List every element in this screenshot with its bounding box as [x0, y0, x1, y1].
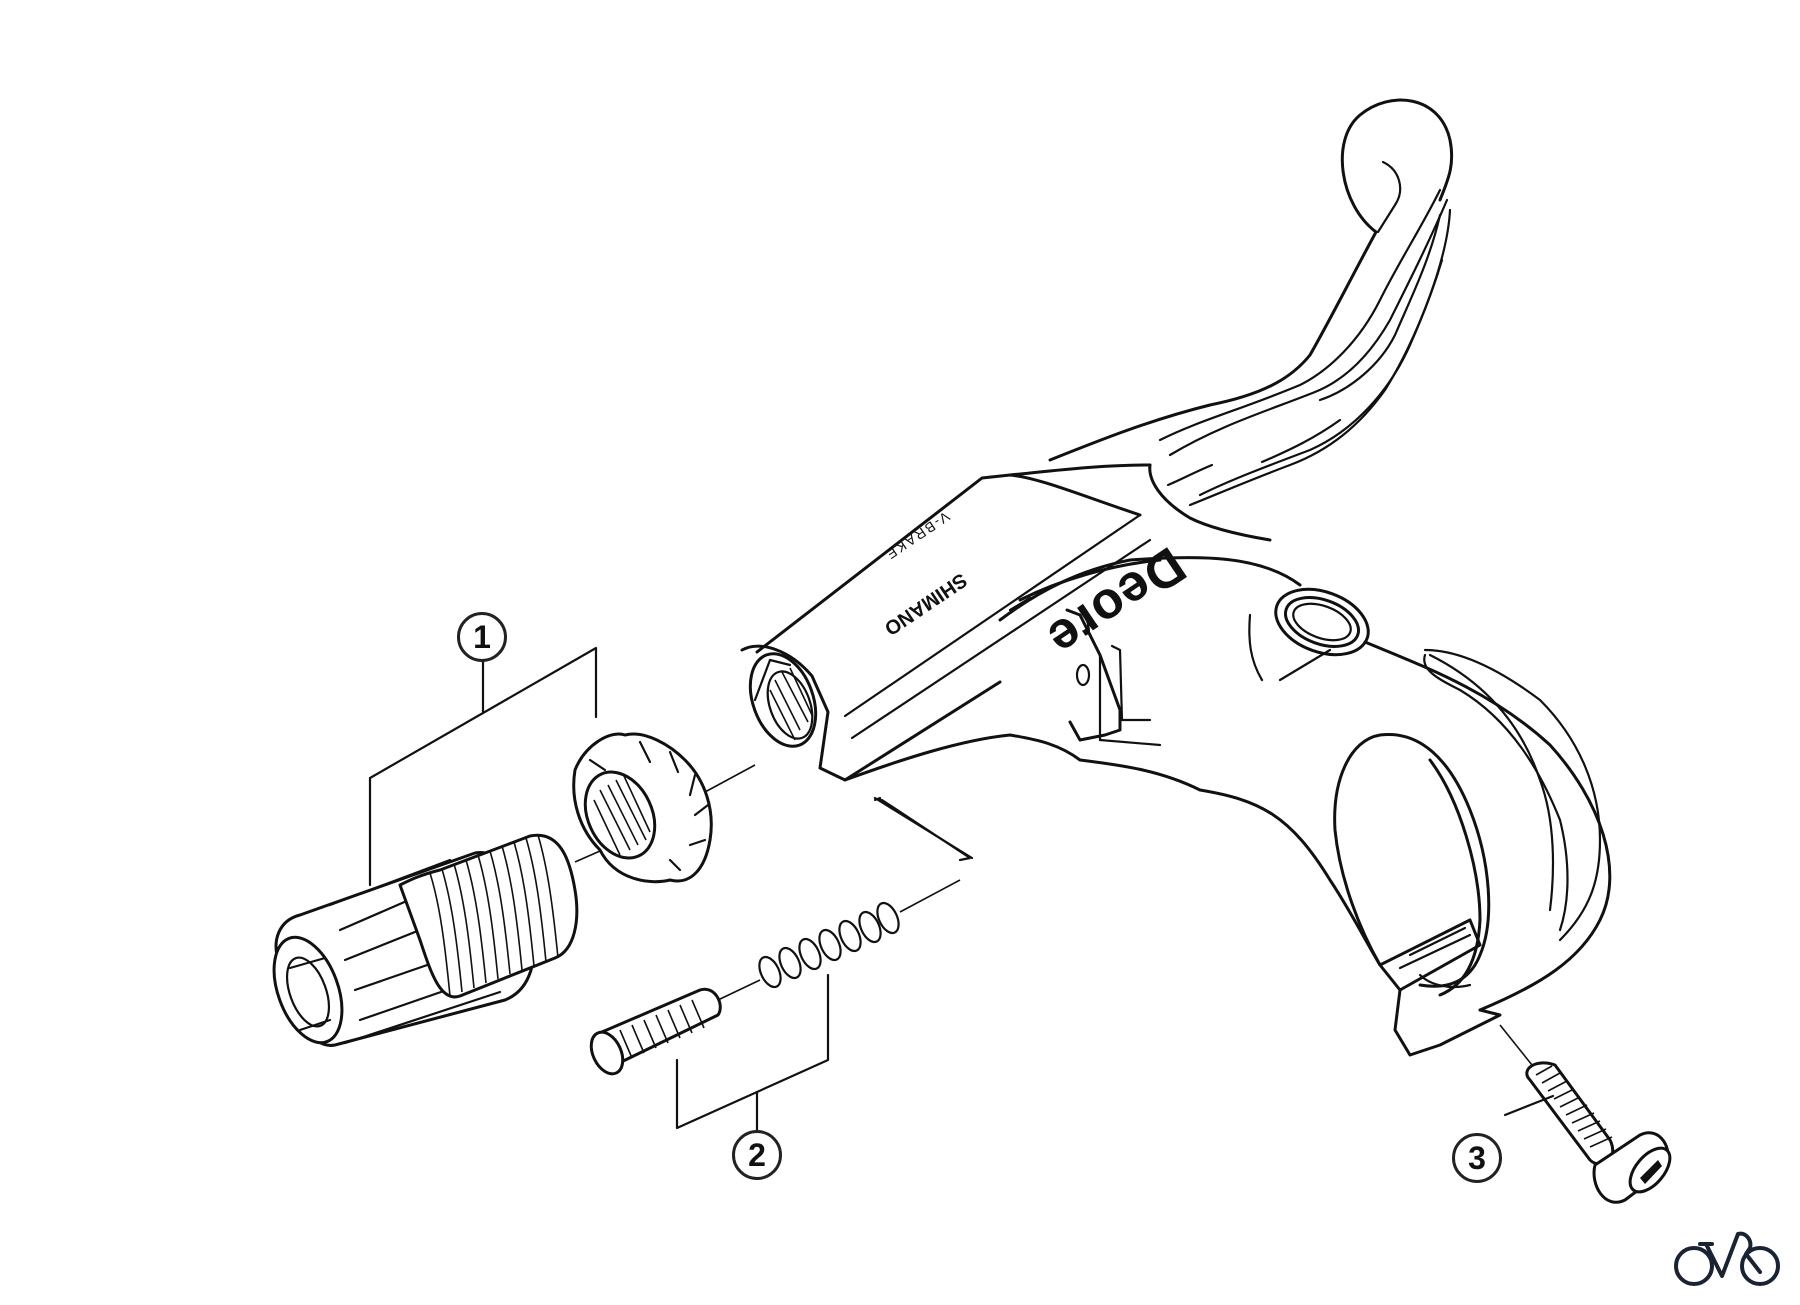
bicycle-icon [1674, 1231, 1780, 1286]
part-2-reach-screw [589, 796, 974, 1132]
part-3-clamp-bolt [1499, 1024, 1672, 1204]
lever-body [740, 463, 1612, 1057]
callout-3: 3 [1452, 1133, 1502, 1183]
spring [758, 901, 900, 989]
callout-2: 2 [732, 1130, 782, 1180]
lever-blade [1048, 98, 1454, 542]
part-1-barrel-adjuster [272, 646, 756, 1047]
callout-1: 1 [457, 612, 507, 662]
